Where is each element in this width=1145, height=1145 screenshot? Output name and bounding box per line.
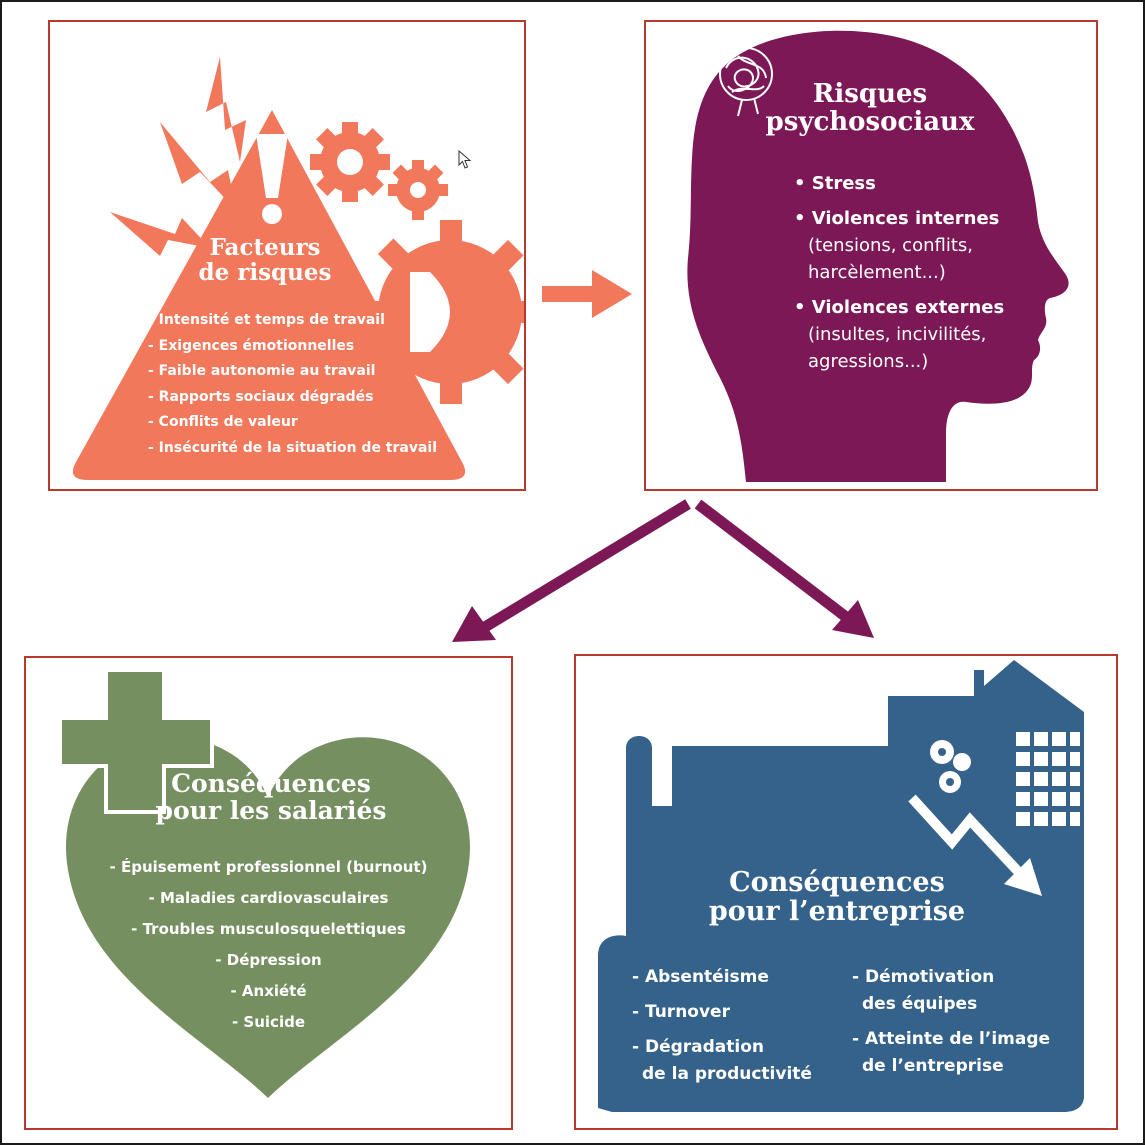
list-item: - Dépression (215, 951, 322, 969)
salaries-list: - Épuisement professionnel (burnout) - M… (66, 852, 471, 1038)
list-item: - Intensité et temps de travail (148, 312, 385, 328)
panel-consequences-salaries: Conséquences pour les salariés - Épuisem… (24, 656, 513, 1130)
list-item: - Atteinte de l’image (852, 1029, 1051, 1049)
list-item: - Suicide (231, 1013, 305, 1031)
trend-down-arrow-icon (908, 794, 1042, 896)
list-item: - Turnover (632, 1002, 730, 1022)
risques-list: • Stress • Violences internes (tensions,… (794, 170, 1004, 375)
list-item-stress: • Stress (794, 173, 876, 194)
tangled-brain-icon (719, 47, 773, 117)
list-item: - Épuisement professionnel (burnout) (109, 858, 428, 876)
list-item: - Troubles musculosquelettiques (131, 920, 406, 938)
panel-risques-psychosociaux: Risques psychosociaux • Stress • Violenc… (644, 20, 1098, 491)
panel-facteurs-de-risques: Facteurs de risques - Intensité et temps… (48, 20, 526, 491)
exclamation-icon (256, 134, 288, 224)
panel-consequences-entreprise: Conséquences pour l’entreprise - Absenté… (574, 654, 1118, 1130)
warning-triangle-icon (72, 110, 466, 480)
factory-building-illustration (598, 660, 1084, 1112)
warning-triangle-gears-illustration (72, 57, 524, 480)
list-item: de la productivité (642, 1064, 812, 1084)
lightning-bolts-icon (110, 57, 246, 256)
arrow-down-left-icon (452, 499, 691, 642)
list-item: - Exigences émotionnelles (148, 337, 355, 354)
entreprise-list-right: - Démotivation des équipes - Atteinte de… (852, 964, 1050, 1080)
gear-medium-icon (310, 122, 390, 202)
gears-icon (930, 740, 971, 793)
head-profile-illustration (687, 30, 1069, 482)
salaries-title: Conséquences pour les salariés (155, 769, 387, 825)
list-item: - Dégradation (632, 1037, 765, 1057)
list-item: de l’entreprise (862, 1056, 1004, 1076)
facteurs-title: Facteurs de risques (198, 234, 332, 286)
mouse-cursor-icon (458, 150, 472, 169)
list-item: - Faible autonomie au travail (148, 363, 376, 379)
arrow-down-right-icon (694, 499, 874, 638)
arrow-right-icon (542, 270, 632, 318)
entreprise-title: Conséquences pour l’entreprise (708, 867, 966, 928)
list-item: - Démotivation (852, 967, 995, 987)
list-item-violences-externes: • Violences externes (insultes, incivili… (794, 297, 1005, 372)
list-item: - Anxiété (230, 982, 307, 1000)
gear-small-icon (388, 160, 448, 220)
risques-title: Risques psychosociaux (765, 79, 975, 138)
head-silhouette-icon (687, 30, 1069, 482)
list-item: - Rapports sociaux dégradés (148, 388, 374, 405)
list-item: - Conflits de valeur (148, 414, 298, 430)
list-item: - Maladies cardiovasculaires (148, 889, 389, 907)
medical-cross-icon (58, 668, 214, 814)
list-item: des équipes (862, 994, 978, 1014)
list-item: - Absentéisme (632, 967, 769, 987)
facteurs-list: - Intensité et temps de travail - Exigen… (148, 308, 437, 461)
list-item-violences-internes: • Violences internes (tensions, conflits… (794, 208, 1000, 283)
list-item: - Insécurité de la situation de travail (148, 439, 438, 456)
window-grid-icon (1016, 732, 1080, 826)
heart-icon (66, 737, 470, 1098)
factory-silhouette-icon (598, 660, 1084, 1112)
heart-medical-illustration (58, 668, 470, 1098)
entreprise-list-left: - Absentéisme - Turnover - Dégradation d… (632, 964, 812, 1088)
